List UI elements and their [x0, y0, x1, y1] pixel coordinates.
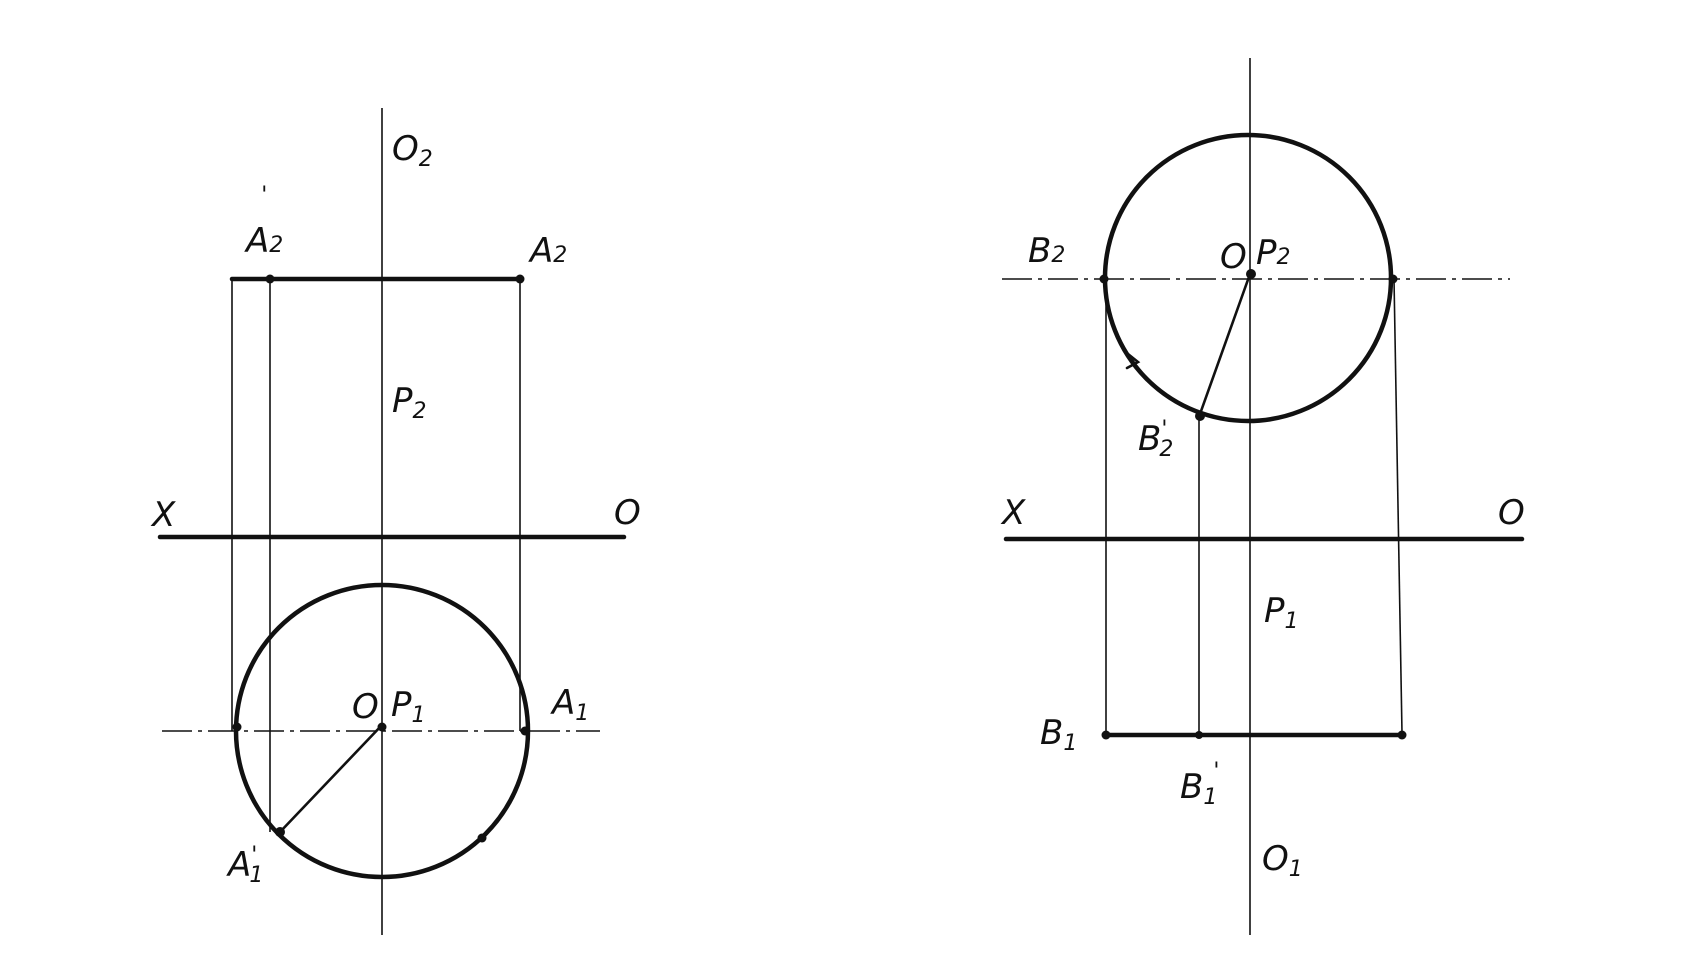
right-arc-arrow: [1125, 352, 1141, 370]
right-label-x: X: [1000, 493, 1026, 533]
right-point-b2-prime: [1195, 411, 1205, 421]
left-label-x: X: [150, 495, 176, 535]
right-point-b2: [1099, 274, 1109, 284]
left-point-a1: [520, 726, 530, 736]
left-label-o2: O2: [392, 129, 433, 172]
left-point-a2: [515, 274, 525, 284]
right-label-o-center: O: [1220, 237, 1247, 277]
left-figure: O2 A2' A2 P2 X O O P1 A1 A'1: [150, 108, 641, 935]
left-label-o-center: O: [352, 687, 379, 727]
right-label-b1: B1: [1040, 713, 1077, 756]
left-label-p1: P1: [391, 685, 426, 728]
right-point-right: [1388, 274, 1398, 284]
left-label-axis-o: O: [614, 493, 641, 533]
right-point-b1-prime: [1195, 731, 1203, 739]
right-point-b1: [1101, 730, 1111, 740]
right-label-o1: O1: [1262, 839, 1303, 882]
left-point-left: [232, 722, 242, 732]
right-point-center: [1246, 269, 1256, 279]
right-projection-line-3: [1393, 278, 1403, 734]
left-point-a2-prime: [265, 274, 275, 284]
left-label-a1: A1: [550, 683, 589, 726]
right-label-b2-prime: B'2: [1138, 417, 1173, 462]
left-radius: [278, 723, 384, 834]
right-label-p2: P2: [1256, 233, 1291, 273]
right-label-b2: B2: [1028, 231, 1065, 271]
left-label-a2: A2: [528, 231, 567, 271]
left-label-p2: P2: [392, 381, 427, 424]
left-label-a1-prime: A'1: [226, 843, 263, 888]
right-label-p1: P1: [1264, 591, 1299, 634]
left-point-a1-prime: [275, 827, 285, 837]
right-point-b1-end: [1397, 730, 1407, 740]
right-label-axis-o: O: [1498, 493, 1525, 533]
right-label-b1-prime: B1': [1180, 759, 1219, 810]
left-point-center: [377, 722, 387, 732]
right-figure: B2 O P2 B'2 X O P1 B1 B1' O1: [1000, 58, 1525, 935]
left-label-a2-prime: A2': [244, 183, 283, 261]
left-arc-arrow-mark: [477, 833, 487, 843]
right-radius: [1198, 272, 1252, 416]
